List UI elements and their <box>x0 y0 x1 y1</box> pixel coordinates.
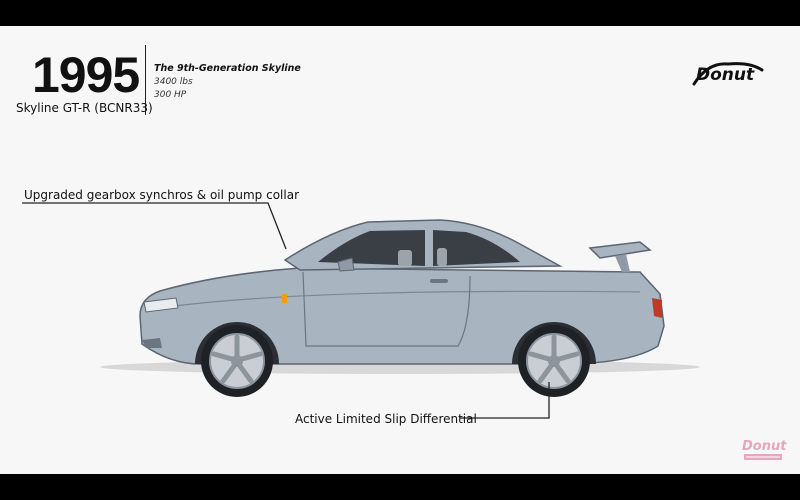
donut-logo-top: Donut <box>688 54 768 95</box>
model-year: 1995 <box>32 47 140 103</box>
rear-window <box>433 230 520 266</box>
donut-logo-pink-text: Donut <box>742 439 787 454</box>
callout-line-bottom <box>460 382 550 419</box>
power-label: 300 HP <box>154 90 187 100</box>
letterbox-top <box>0 0 800 26</box>
weight-label: 3400 lbs <box>154 77 193 87</box>
callout-gearbox: Upgraded gearbox synchros & oil pump col… <box>24 188 300 202</box>
car-illustration <box>22 202 700 419</box>
letterbox-bottom <box>0 474 800 500</box>
rear-seat <box>437 248 447 266</box>
front-wheel <box>201 325 273 397</box>
donut-logo-pink-icon: Donut <box>742 439 787 460</box>
bumper-vent <box>142 338 162 348</box>
side-mirror <box>337 257 355 272</box>
seat <box>398 250 412 266</box>
donut-logo-icon: Donut <box>692 62 764 86</box>
donut-logo-bottom: Donut <box>738 434 788 473</box>
door-outline <box>302 271 471 347</box>
callout-line-top <box>22 202 287 250</box>
door-handle <box>430 279 448 283</box>
model-name: Skyline GT-R (BCNR33) <box>16 101 153 115</box>
rear-wheel <box>518 325 590 397</box>
body-crease <box>159 290 641 309</box>
donut-logo-text: Donut <box>696 65 755 85</box>
video-frame: 1995 Skyline GT-R (BCNR33) The 9th-Gener… <box>0 26 800 474</box>
tail-light <box>652 298 662 318</box>
spoiler-stand <box>615 254 630 272</box>
callout-differential: Active Limited Slip Differential <box>295 412 477 426</box>
header-divider <box>145 45 146 115</box>
generation-label: The 9th-Generation Skyline <box>154 63 301 74</box>
side-indicator <box>282 294 287 303</box>
headlight <box>143 297 179 313</box>
rear-spoiler <box>588 241 652 259</box>
